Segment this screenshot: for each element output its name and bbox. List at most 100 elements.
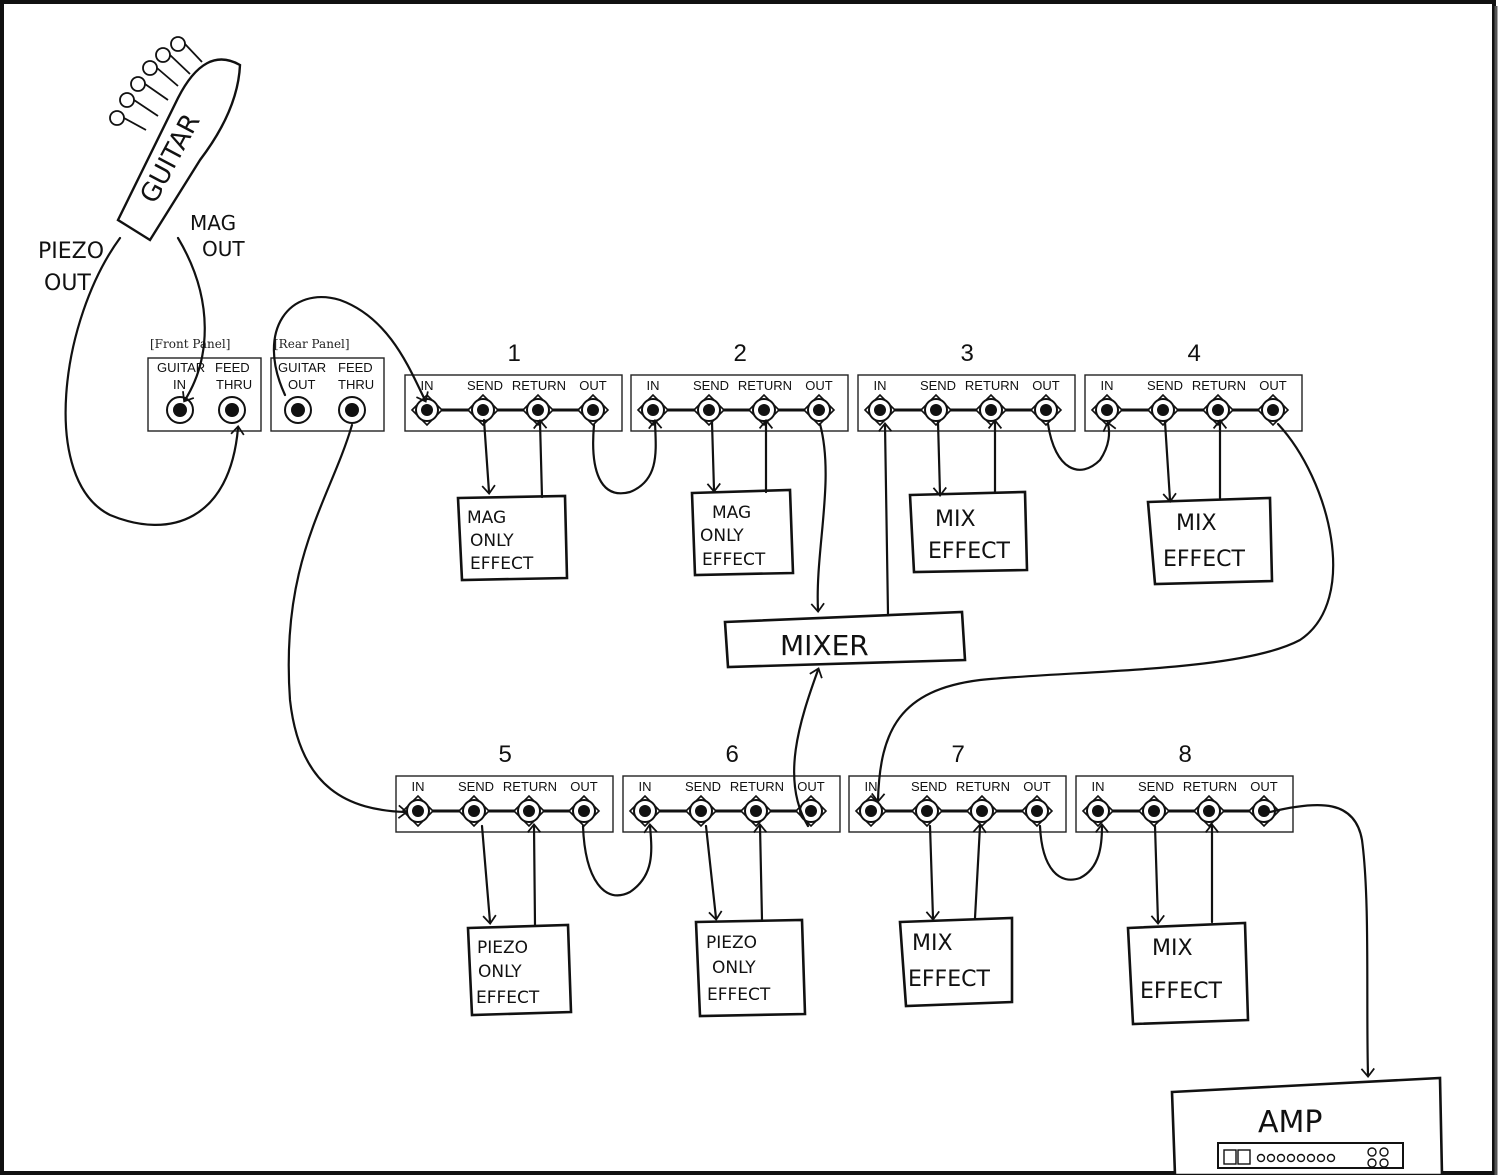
effect-loop3-line1: MIX <box>935 507 976 532</box>
rear-jack2-label-bottom: THRU <box>338 377 374 392</box>
cable-loop7-return <box>972 822 987 920</box>
mag-out-label-2: OUT <box>202 237 245 261</box>
rear-feed-thru-jack <box>338 396 366 424</box>
front-jack2-label-top: FEED <box>215 360 250 375</box>
effect-loop7-line1: MIX <box>912 931 953 956</box>
jack-label: IN <box>865 779 878 794</box>
cable-loop7-send <box>925 824 940 922</box>
jack-label: SEND <box>920 378 956 393</box>
jack-label: RETURN <box>1192 378 1246 393</box>
jack-label: IN <box>1092 779 1105 794</box>
jack-label: RETURN <box>730 779 784 794</box>
loop-number: 8 <box>1179 741 1192 768</box>
loop-number: 5 <box>499 741 512 768</box>
mixer-label: MIXER <box>780 629 869 662</box>
jack-label: SEND <box>467 378 503 393</box>
jack-return <box>1192 794 1226 828</box>
effect-loop1-line3: EFFECT <box>470 554 534 574</box>
jack-label: RETURN <box>738 378 792 393</box>
cable-loop5-to-loop6 <box>581 823 658 897</box>
effect-loop2-line2: ONLY <box>700 526 744 546</box>
jack-return <box>965 794 999 828</box>
front-jack2-label-bottom: THRU <box>216 377 252 392</box>
front-jack1-label-bottom: IN <box>173 377 186 392</box>
jack-label: IN <box>412 779 425 794</box>
jack-in <box>1090 393 1124 427</box>
jack-label: IN <box>874 378 887 393</box>
jack-out <box>1256 393 1290 427</box>
cable-loop6-send <box>704 824 723 921</box>
jack-return <box>521 393 555 427</box>
cable-to-loop5 <box>287 423 409 819</box>
effect-loop5-line3: EFFECT <box>476 988 540 1008</box>
rear-panel-title: [Rear Panel] <box>274 337 350 351</box>
jack-in <box>863 393 897 427</box>
jack-send <box>457 794 491 828</box>
cable-loop1-send <box>481 418 496 496</box>
jack-label: RETURN <box>956 779 1010 794</box>
jack-label: SEND <box>1147 378 1183 393</box>
loop-number: 1 <box>508 340 521 367</box>
rear-jack1-label-top: GUITAR <box>278 360 326 375</box>
effect-loop5-line1: PIEZO <box>477 938 528 958</box>
cable-loop8-send <box>1150 824 1165 926</box>
jack-label: IN <box>1101 378 1114 393</box>
jack-out <box>802 393 836 427</box>
jack-send <box>1137 794 1171 828</box>
cable-loop6-to-mixer <box>792 667 823 828</box>
jack-in <box>854 794 888 828</box>
cable-loop6-return <box>753 822 768 922</box>
amp-box: AMP <box>1170 1076 1444 1175</box>
jack-label: RETURN <box>965 378 1019 393</box>
loop-number: 2 <box>734 340 747 367</box>
jack-in <box>401 794 435 828</box>
effect-loop4-line2: EFFECT <box>1163 547 1245 572</box>
effect-box-loop3: MIX EFFECT <box>908 490 1029 574</box>
loop-number: 4 <box>1188 340 1201 367</box>
jack-label: SEND <box>685 779 721 794</box>
jack-label: OUT <box>805 378 833 393</box>
mag-out-label-1: MAG <box>190 211 236 235</box>
jack-return <box>739 794 773 828</box>
effect-loop2-line1: MAG <box>712 503 751 523</box>
cable-loop5-return <box>526 822 542 927</box>
jack-return <box>512 794 546 828</box>
jack-label: OUT <box>1032 378 1060 393</box>
cable-loop1-return <box>533 418 548 499</box>
front-panel-title: [Front Panel] <box>150 337 230 351</box>
cable-to-loop1 <box>272 296 429 403</box>
jack-send <box>692 393 726 427</box>
jack-return <box>747 393 781 427</box>
jack-send <box>684 794 718 828</box>
patch-cables <box>64 236 1375 1079</box>
cable-mag-out <box>176 236 206 403</box>
guitar-label: GUITAR <box>135 109 207 208</box>
cable-piezo-out <box>64 236 245 526</box>
effect-box-loop8: MIX EFFECT <box>1126 921 1250 1026</box>
jack-send <box>466 393 500 427</box>
jack-in <box>1081 794 1115 828</box>
cable-loop1-to-loop2 <box>592 418 663 495</box>
jack-out <box>1029 393 1063 427</box>
cable-loop3-send <box>932 420 947 498</box>
jack-label: OUT <box>797 779 825 794</box>
jack-label: SEND <box>1138 779 1174 794</box>
rear-guitar-out-jack <box>284 396 312 424</box>
jack-label: IN <box>639 779 652 794</box>
cable-loop2-send <box>706 420 721 494</box>
piezo-out-label-2: OUT <box>44 271 91 296</box>
cable-loop4-to-loop7 <box>871 422 1335 804</box>
jack-label: IN <box>421 378 434 393</box>
jack-label: OUT <box>570 779 598 794</box>
effect-box-loop7: MIX EFFECT <box>898 916 1014 1008</box>
front-feed-thru-jack <box>218 396 246 424</box>
loop-panel <box>1084 374 1303 432</box>
